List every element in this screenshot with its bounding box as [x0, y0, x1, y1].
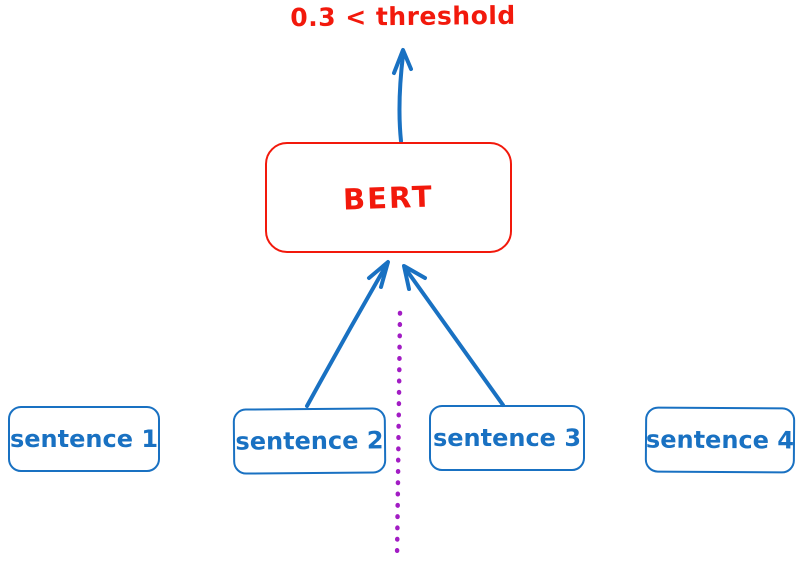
sentence-2-label: sentence 2 — [235, 426, 384, 456]
arrow-sentence3-to-bert-head-icon — [402, 264, 427, 291]
arrow-bert-to-threshold — [397, 53, 405, 143]
sentence-4-label: sentence 4 — [645, 425, 795, 455]
bert-box: BERT — [265, 142, 512, 253]
sentence-box-2: sentence 2 — [232, 407, 387, 475]
split-dotted-line — [394, 310, 403, 564]
sentence-3-label: sentence 3 — [432, 424, 582, 452]
sentence-box-3: sentence 3 — [429, 405, 585, 471]
bert-label: BERT — [342, 178, 435, 217]
sentence-1-label: sentence 1 — [9, 425, 159, 453]
arrow-sentence3-to-bert — [403, 266, 505, 407]
arrow-sentence2-to-bert — [305, 262, 389, 408]
arrow-bert-to-threshold-head-icon — [392, 48, 413, 75]
sentence-box-4: sentence 4 — [644, 406, 796, 474]
threshold-label: 0.3 < threshold — [290, 0, 516, 33]
arrow-sentence2-to-bert-head-icon — [367, 260, 390, 289]
sentence-box-1: sentence 1 — [8, 406, 160, 472]
